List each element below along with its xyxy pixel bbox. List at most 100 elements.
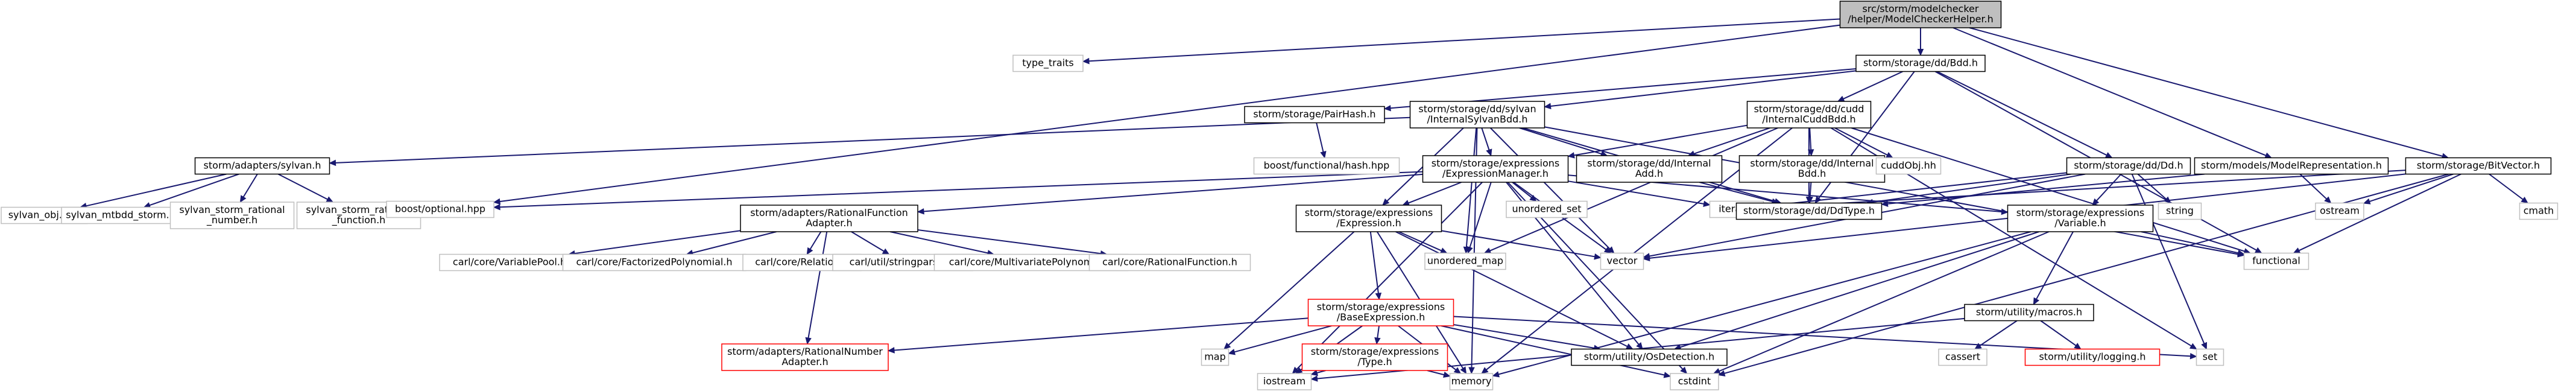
edge-arrowhead — [1607, 246, 1615, 254]
node-cstdint: cstdint — [1670, 373, 1719, 390]
edge-arrowhead — [239, 195, 247, 203]
edge-arrowhead — [1453, 367, 1462, 374]
node-label: cmath — [2524, 205, 2554, 217]
node-box — [61, 206, 180, 224]
node-sylvanbdd[interactable]: storm/storage/dd/sylvan/InternalSylvanBd… — [1409, 101, 1545, 129]
edge-line — [1481, 127, 1490, 150]
edge-line — [807, 231, 828, 339]
node-exprmgr[interactable]: storm/storage/expressions/ExpressionMana… — [1422, 155, 1569, 183]
node-unordered_set: unordered_set — [1506, 200, 1588, 218]
node-label: carl/core/MultivariatePolynomial.h — [949, 256, 1114, 268]
edge-expression-to-map — [1223, 231, 1355, 350]
node-box — [194, 157, 330, 175]
edge-bitvector-to-ostream — [2363, 173, 2454, 205]
edge-line — [1936, 71, 2107, 156]
edge-line — [1489, 127, 1778, 252]
edge-line — [2137, 173, 2167, 200]
edge-dd-to-variable — [2092, 173, 2122, 206]
edge-base_expression-to-type_h — [1374, 325, 1381, 345]
node-label: storm/storage/expressions — [1432, 157, 1559, 169]
edge-arrowhead — [1680, 366, 1688, 374]
node-adapters_sylvan[interactable]: storm/adapters/sylvan.h — [194, 157, 330, 175]
edge-line — [692, 231, 777, 254]
edge-arrowhead — [1382, 198, 1390, 206]
node-string: string — [2158, 202, 2202, 220]
edge-line — [1887, 173, 2205, 205]
node-bdd[interactable]: storm/storage/dd/Bdd.h — [1855, 54, 1986, 72]
node-label: Bdd.h — [1798, 168, 1826, 179]
edge-line — [1453, 324, 1595, 349]
node-label: storm/storage/dd/Internal — [1750, 157, 1874, 169]
node-variable[interactable]: storm/storage/expressions/Variable.h — [2007, 205, 2154, 232]
edge-arrowhead — [2189, 353, 2197, 360]
edge-arrowhead — [1807, 196, 1814, 204]
node-label: storm/storage/expressions — [2016, 207, 2144, 218]
node-boost_optional: boost/optional.hpp — [386, 200, 494, 218]
node-expression[interactable]: storm/storage/expressions/Expression.h — [1295, 205, 1442, 232]
node-box — [2066, 157, 2191, 175]
node-box — [1449, 373, 1494, 390]
edge-arrowhead — [1625, 343, 1634, 350]
node-label: _number.h — [206, 214, 257, 226]
node-ddtype[interactable]: storm/storage/dd/DdType.h — [1735, 202, 1883, 220]
node-label: storm/storage/dd/DdType.h — [1743, 205, 1875, 217]
node-box — [1244, 106, 1385, 124]
edge-arrowhead — [1082, 57, 1090, 65]
node-box — [1938, 348, 1987, 366]
edge-line — [917, 229, 1101, 255]
node-logging[interactable]: storm/utility/logging.h — [2024, 348, 2161, 366]
node-dd[interactable]: storm/storage/dd/Dd.h — [2066, 157, 2191, 175]
node-label: Add.h — [1635, 168, 1663, 179]
node-root[interactable]: src/storm/modelchecker/helper/ModelCheck… — [1839, 1, 2002, 28]
edge-exprmgr-to-expression — [1402, 182, 1462, 206]
edge-arrowhead — [2001, 208, 2009, 215]
edge-line — [889, 231, 988, 254]
node-label: set — [2203, 351, 2217, 363]
edge-arrowhead — [2363, 198, 2371, 205]
node-macros[interactable]: storm/utility/macros.h — [1964, 304, 2094, 322]
node-box — [1746, 101, 1872, 129]
node-label: storm/utility/macros.h — [1976, 307, 2082, 318]
edge-line — [1574, 124, 1747, 156]
node-cuddbdd[interactable]: storm/storage/dd/cudd/InternalCuddBdd.h — [1746, 101, 1872, 129]
node-box — [1295, 205, 1442, 232]
node-osdetection[interactable]: storm/utility/OsDetection.h — [1571, 348, 1728, 366]
node-box — [2243, 252, 2309, 270]
node-bitvector[interactable]: storm/storage/BitVector.h — [2405, 157, 2552, 175]
node-box — [2194, 157, 2389, 175]
node-type_h[interactable]: storm/storage/expressions/Type.h — [1301, 343, 1448, 371]
edge-ratfunc_adapter-to-ratnum_adapter — [805, 231, 828, 345]
node-label: type_traits — [1022, 57, 1073, 69]
edge-line — [1550, 70, 1857, 107]
edge-arrowhead — [1703, 200, 1711, 207]
edge-expression-to-vector — [1441, 230, 1602, 260]
node-label: carl/core/FactorizedPolynomial.h — [576, 256, 732, 268]
node-label: memory — [1451, 375, 1492, 387]
edge-line — [1872, 173, 2071, 203]
edge-line — [1441, 325, 1665, 376]
node-box — [2405, 157, 2552, 175]
edge-arrowhead — [1643, 255, 1650, 262]
edge-line — [1519, 127, 1602, 154]
edge-arrowhead — [1881, 200, 1889, 208]
node-carl_ratfunc: carl/core/RationalFunction.h — [1088, 253, 1251, 272]
edge-expression-to-base_expression — [1369, 231, 1382, 300]
edge-line — [809, 231, 822, 250]
node-modelrep[interactable]: storm/models/ModelRepresentation.h — [2194, 157, 2389, 175]
node-pairhash[interactable]: storm/storage/PairHash.h — [1244, 106, 1385, 124]
edge-line — [1834, 127, 1888, 156]
edge-arrowhead — [2521, 196, 2528, 204]
edge-variable-to-macros — [2033, 231, 2074, 305]
node-label: map — [1204, 351, 1226, 363]
node-label: boost/functional/hash.hpp — [1264, 160, 1390, 171]
edge-arrowhead — [887, 347, 895, 354]
edge-line — [149, 173, 239, 206]
edge-line — [1408, 182, 1462, 204]
node-ostream: ostream — [2315, 202, 2364, 220]
node-base_expression[interactable]: storm/storage/expressions/BaseExpression… — [1307, 299, 1454, 326]
